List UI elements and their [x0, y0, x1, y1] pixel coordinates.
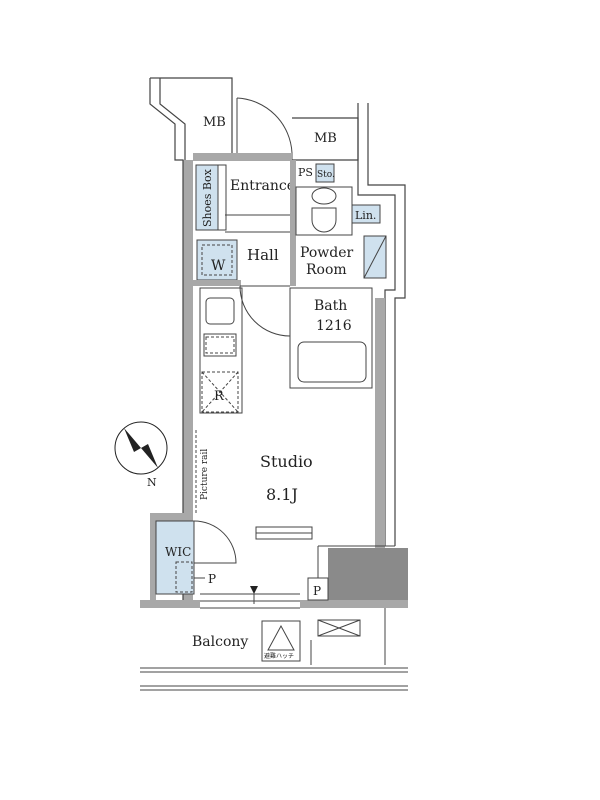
- mb-right-label: MB: [314, 131, 337, 146]
- bath-label: Bath: [314, 298, 347, 314]
- kitchen-sink: [205, 297, 235, 325]
- storage-sto: [315, 163, 335, 183]
- studio-label: Studio: [260, 452, 313, 471]
- mb-left-label: MB: [203, 115, 226, 130]
- stove: [203, 333, 237, 357]
- entrance-door-swing: [236, 97, 293, 154]
- studio-size-label: 8.1J: [266, 485, 298, 504]
- structural-column: [328, 548, 408, 600]
- toilet-icon: [311, 207, 337, 233]
- sto-label: Sto.: [317, 170, 335, 180]
- lin-label: Lin.: [355, 209, 376, 222]
- compass-n-label: N: [147, 476, 157, 489]
- powder-label: Powder: [300, 245, 354, 261]
- entrance-label: Entrance: [230, 178, 295, 194]
- ps-label: PS: [298, 166, 313, 179]
- p-right-label: P: [313, 584, 321, 598]
- linen-storage: [351, 204, 381, 224]
- wic-label: WIC: [165, 545, 191, 559]
- balcony-label: Balcony: [192, 634, 248, 650]
- compass-icon: N: [114, 421, 168, 489]
- sink-icon: [311, 187, 337, 205]
- outdoor-unit: [317, 619, 361, 637]
- wic-storage: [155, 520, 195, 595]
- bath-door-swing: [239, 285, 291, 337]
- washer-label: W: [211, 258, 226, 274]
- bath-size-label: 1216: [316, 318, 352, 334]
- entry-triangle-icon: [250, 586, 258, 594]
- shoes-box-label: Shoes Box: [201, 168, 214, 227]
- evacuation-hatch: [261, 620, 301, 662]
- bathtub: [297, 341, 367, 383]
- hall-label: Hall: [247, 246, 279, 264]
- fridge-space: [201, 371, 239, 413]
- wic-door-swing: [193, 520, 237, 564]
- picture-rail-label: Picture rail: [200, 449, 210, 500]
- room-label: Room: [306, 262, 347, 278]
- kitchen-counter: [199, 287, 243, 414]
- outer-walls: [140, 77, 408, 609]
- fridge-label: R: [214, 389, 225, 404]
- p-left-label: P: [208, 572, 216, 586]
- hatch-label: 避難ハッチ: [264, 652, 294, 660]
